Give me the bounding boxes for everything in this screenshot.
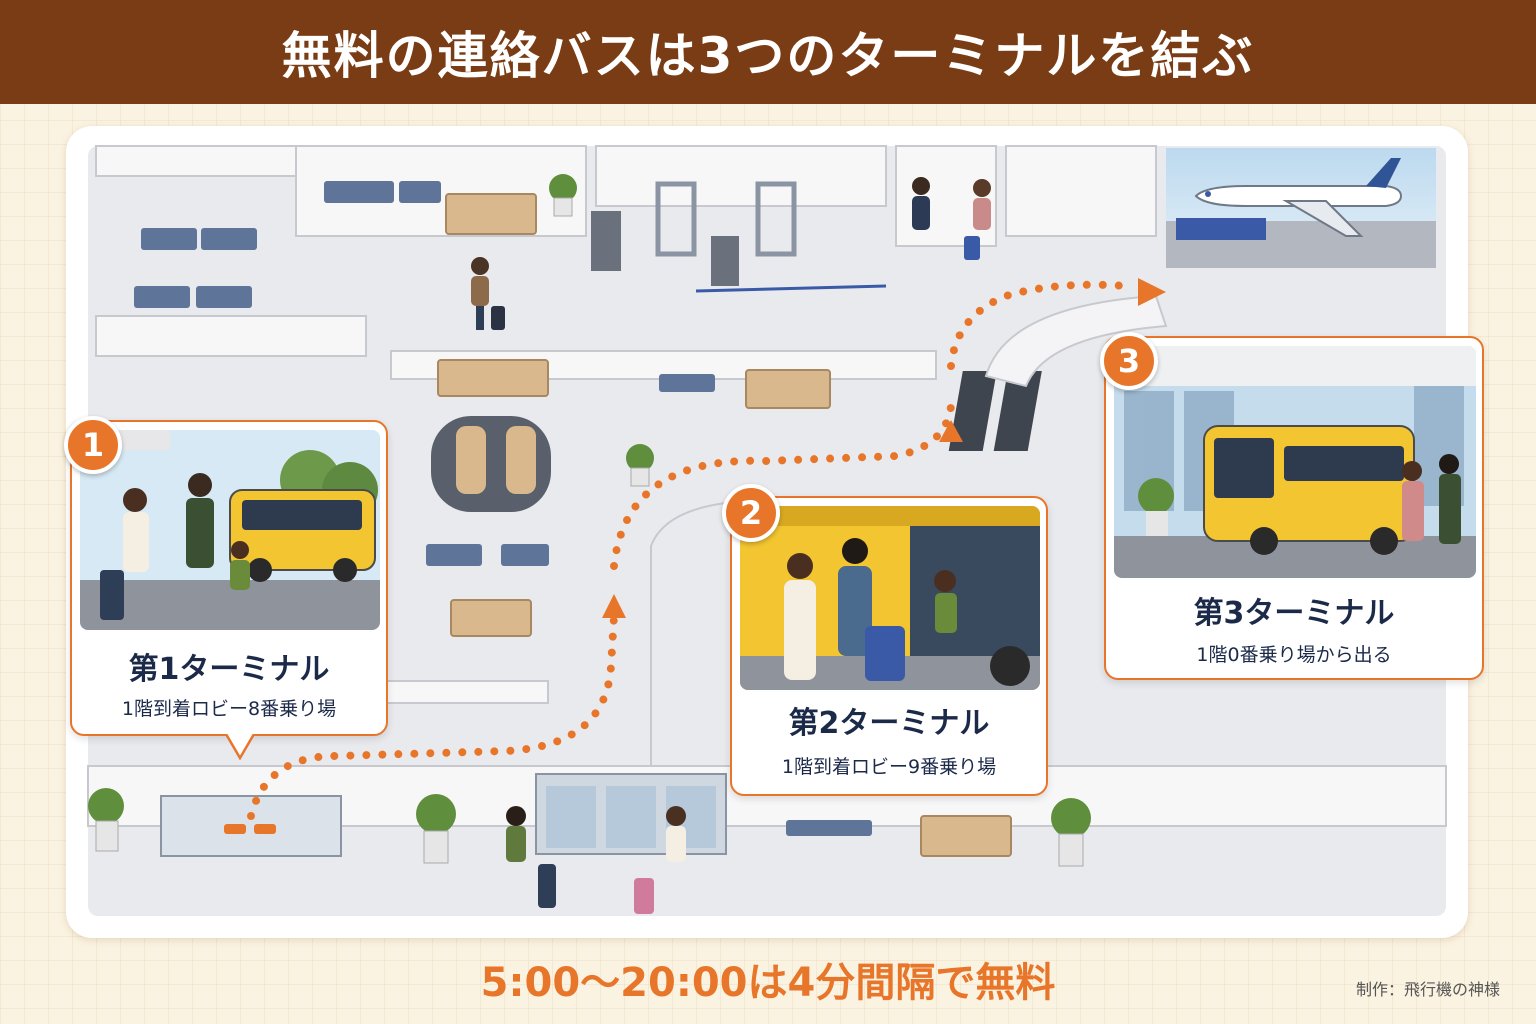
- traveler-icon: [471, 177, 991, 914]
- baggage-carousel-icon: [431, 416, 551, 512]
- bus-route: [224, 278, 1166, 834]
- terminal-2-callout: 第2ターミナル 1階到着ロビー9番乗り場: [730, 496, 1048, 796]
- plant-icon: [88, 174, 1091, 867]
- terminal-1-callout-pointer: [226, 734, 256, 760]
- terminal-3-location: 1階0番乗り場から出る: [1196, 644, 1392, 666]
- header-banner: 無料の連絡バスは3つのターミナルを結ぶ: [0, 0, 1536, 104]
- terminal-1-badge: 1: [64, 416, 122, 474]
- terminal-3-callout: 第3ターミナル 1階0番乗り場から出る: [1104, 336, 1484, 680]
- security-gate-icon: [655, 181, 887, 293]
- airplane-icon: [1194, 158, 1403, 237]
- escalator-icon: [591, 211, 1042, 451]
- page-title: 無料の連絡バスは3つのターミナルを結ぶ: [281, 27, 1255, 85]
- terminal-3-badge: 3: [1100, 332, 1158, 390]
- schedule-note: 5:00〜20:00は4分間隔で無料: [480, 960, 1056, 1006]
- jet-bridge: [1176, 218, 1266, 240]
- bus-icon: [229, 489, 376, 582]
- terminal-1-callout: 第1ターミナル 1階到着ロビー8番乗り場: [70, 420, 388, 736]
- terminal-2-photo: [740, 506, 1040, 690]
- terminal-2-location: 1階到着ロビー9番乗り場: [781, 756, 997, 778]
- terminal-2-badge: 2: [722, 484, 780, 542]
- terminal-3-photo: [1114, 346, 1476, 578]
- bus-icon: [1203, 425, 1415, 555]
- terminal-2-name: 第2ターミナル: [788, 706, 990, 741]
- terminal-entrance: [160, 773, 727, 857]
- counters: [437, 193, 1012, 857]
- bus-icon: [990, 646, 1030, 686]
- terminal-3-name: 第3ターミナル: [1193, 596, 1395, 631]
- credit-text: 制作：飛行機の神様: [1355, 980, 1500, 999]
- terminal-1-photo: [80, 430, 380, 630]
- terminal-1-location: 1階到着ロビー8番乗り場: [121, 698, 337, 720]
- terminal-1-name: 第1ターミナル: [128, 652, 330, 687]
- seat-icon: [134, 181, 872, 836]
